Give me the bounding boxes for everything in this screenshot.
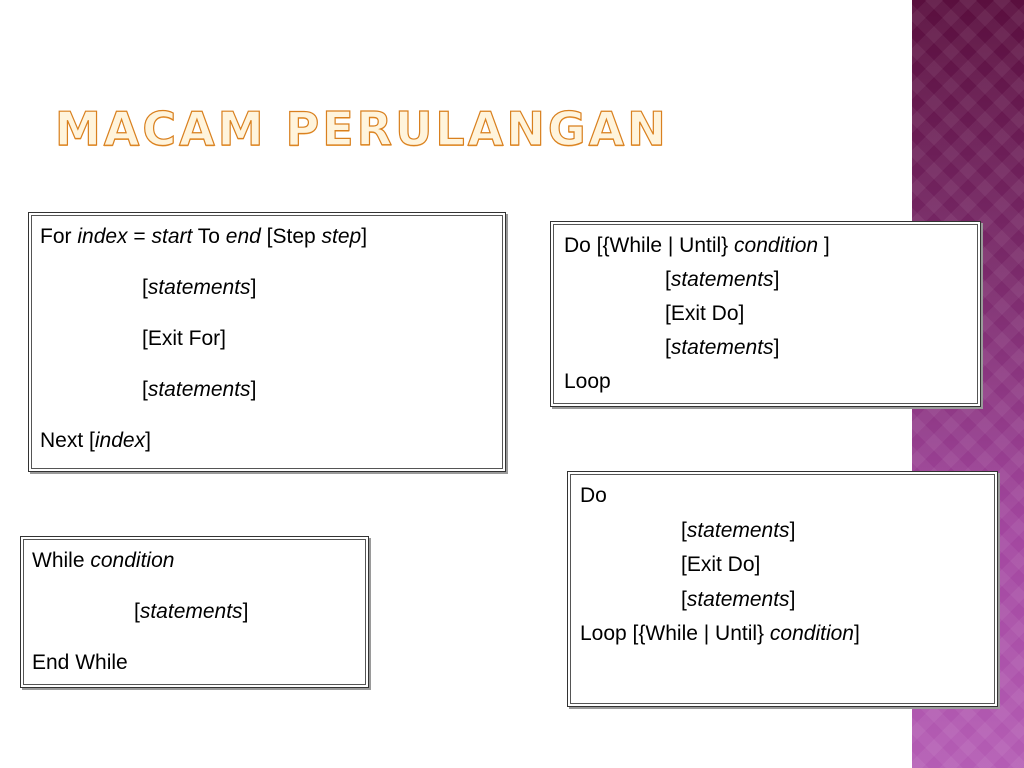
text-segment: statements <box>686 587 790 611</box>
text-segment: condition <box>90 549 175 572</box>
do-loop-pretest-syntax-box: Do [{While | Until} condition ] [stateme… <box>550 221 981 407</box>
text-segment: condition <box>769 622 854 645</box>
while-loop-syntax-box: While condition [statements] End While <box>20 536 369 688</box>
while-line-header: While condition <box>32 549 368 600</box>
text-segment: [ <box>134 600 140 623</box>
do-line-statements: [statements] <box>580 519 997 554</box>
text-segment: Next [ <box>40 429 95 452</box>
text-segment: statements <box>139 600 243 623</box>
for-line-header: For index = start To end [Step step] <box>40 225 505 276</box>
text-segment: end <box>225 225 261 248</box>
for-loop-syntax-box: For index = start To end [Step step] [st… <box>28 212 506 472</box>
for-line-statements: [statements] <box>40 276 505 327</box>
text-segment: ] <box>145 429 151 452</box>
text-segment: ] <box>773 268 780 291</box>
text-segment: start <box>151 225 193 248</box>
text-segment: ] <box>789 587 796 611</box>
while-line-end-while: End While <box>32 651 128 674</box>
text-segment: ] <box>818 234 830 257</box>
text-segment: ] <box>853 622 860 645</box>
text-segment: [ <box>681 518 687 542</box>
text-segment: = <box>127 225 152 248</box>
text-segment: Do [{While | Until} <box>564 234 735 257</box>
text-segment: statements <box>670 336 774 359</box>
text-segment: [ <box>665 268 671 291</box>
for-line-exit-for: [Exit For] <box>142 327 227 350</box>
slide-title: MACAM PERULANGAN <box>54 101 669 156</box>
text-segment: statements <box>670 268 774 291</box>
for-line-next: Next [index] <box>40 429 505 453</box>
text-segment: ] <box>250 276 257 299</box>
text-segment: [ <box>142 276 148 299</box>
text-segment: [ <box>681 587 687 611</box>
do-line-exit-do: [Exit Do] <box>665 302 745 325</box>
while-line-statements: [statements] <box>32 600 368 651</box>
text-segment: ] <box>242 600 249 623</box>
do-line-statements: [statements] <box>564 336 980 370</box>
text-segment: Loop [{While | Until} <box>580 622 770 645</box>
text-segment: ] <box>250 378 257 401</box>
text-segment: While <box>32 549 91 572</box>
text-segment: To <box>192 225 226 248</box>
text-segment: index <box>94 429 146 452</box>
for-line-statements: [statements] <box>40 378 505 429</box>
text-segment: statements <box>147 378 251 401</box>
text-segment: index <box>77 225 128 248</box>
text-segment: For <box>40 225 78 248</box>
do-line-header: Do [{While | Until} condition ] <box>564 234 980 268</box>
text-segment: ] <box>361 225 368 248</box>
text-segment: step <box>321 225 362 248</box>
do-line-loop: Loop <box>564 370 611 393</box>
text-segment: ] <box>773 336 780 359</box>
text-segment: statements <box>686 518 790 542</box>
text-segment: condition <box>734 234 819 257</box>
do-loop-posttest-syntax-box: Do [statements] [Exit Do] [statements] L… <box>567 471 998 707</box>
text-segment: [ <box>142 378 148 401</box>
do-line-exit-do: [Exit Do] <box>681 553 761 576</box>
do-line-loop-condition: Loop [{While | Until} condition] <box>580 622 997 657</box>
do-line-do: Do <box>580 484 607 507</box>
text-segment: [ <box>665 336 671 359</box>
text-segment: statements <box>147 276 251 299</box>
text-segment: ] <box>789 518 796 542</box>
text-segment: [Step <box>260 225 322 248</box>
do-line-statements: [statements] <box>580 588 997 623</box>
do-line-statements: [statements] <box>564 268 980 302</box>
